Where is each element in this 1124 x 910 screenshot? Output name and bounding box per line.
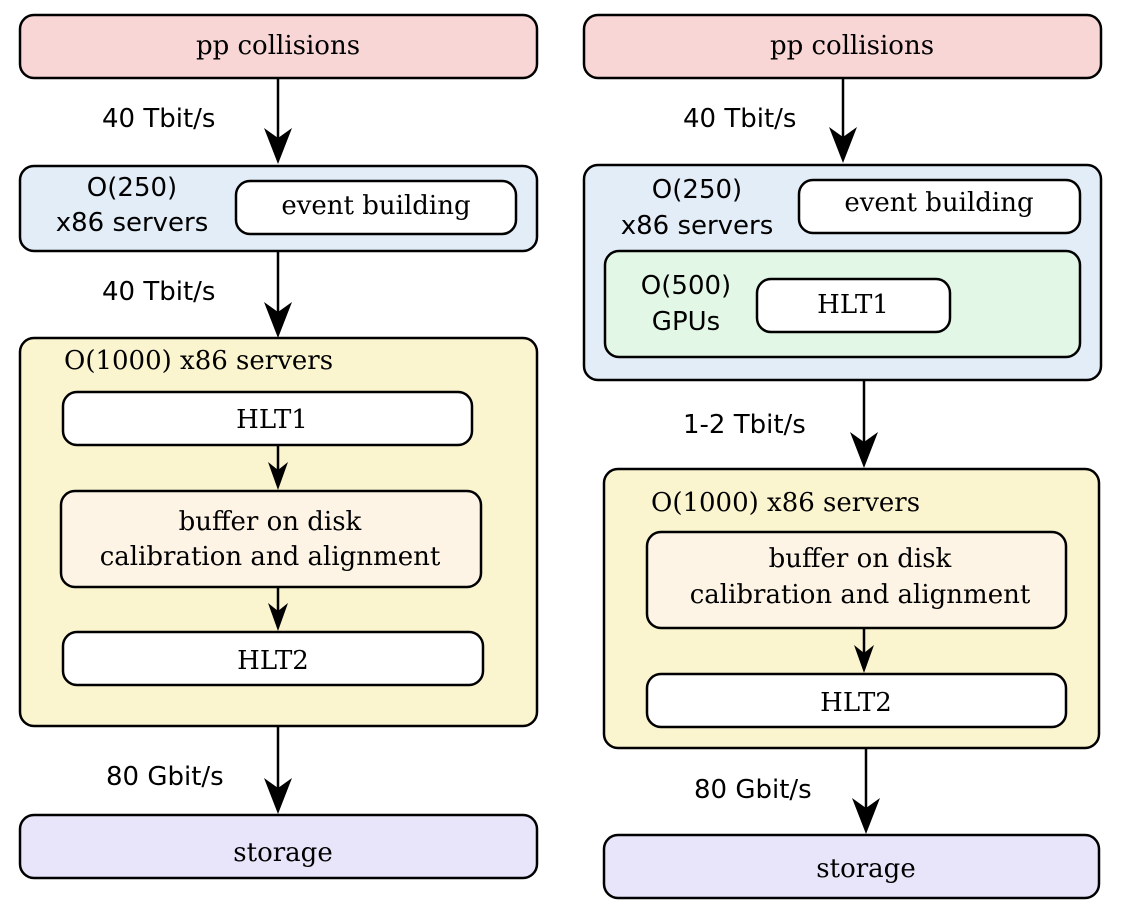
right-hlt2-label: HLT2 (820, 688, 892, 718)
right-event-building-label: event building (844, 188, 1033, 218)
right-rate-1: 40 Tbit/s (683, 104, 796, 134)
left-event-building-label: event building (281, 191, 470, 221)
right-rate-3: 80 Gbit/s (694, 775, 812, 805)
left-buffer-line2: calibration and alignment (100, 542, 441, 572)
left-event-building-box (234, 179, 518, 236)
right-buffer-line1: buffer on disk (769, 544, 952, 574)
left-storage-label: storage (233, 838, 332, 868)
right-arrow-3-head (852, 798, 880, 834)
right-hlt2-box (645, 672, 1068, 729)
left-arrow-hlt1-buffer-head (268, 462, 288, 490)
left-cpu-farm-title: O(1000) x86 servers (64, 346, 333, 376)
right-source-label: pp collisions (770, 31, 934, 61)
right-storage-label: storage (816, 854, 915, 884)
left-arrow-3-head (264, 778, 292, 814)
right-arrow-buffer-hlt2-head (854, 645, 874, 673)
left-hlt1-box (61, 390, 474, 447)
left-eb-servers: x86 servers (56, 208, 209, 238)
right-rate-2: 1-2 Tbit/s (683, 410, 806, 440)
right-gpu-label: GPUs (652, 307, 720, 337)
right-pipeline: pp collisions 40 Tbit/s O(250) x86 serve… (582, 13, 1103, 900)
right-arrow-2-head (850, 432, 878, 468)
right-cpu-farm-title: O(1000) x86 servers (651, 488, 920, 518)
left-arrow-2-head (264, 302, 292, 338)
right-gpu-count: O(500) (641, 271, 731, 301)
left-buffer-box (59, 489, 483, 589)
left-hlt1-label: HLT1 (236, 405, 308, 435)
left-eb-count: O(250) (87, 173, 177, 203)
right-arrow-1-head (829, 127, 857, 163)
right-hlt1-box (755, 277, 952, 334)
right-eb-servers: x86 servers (621, 211, 774, 241)
left-source-label: pp collisions (196, 31, 360, 61)
left-hlt2-label: HLT2 (237, 646, 309, 676)
right-buffer-box (645, 530, 1068, 630)
right-event-building-box (797, 178, 1082, 235)
left-buffer-line1: buffer on disk (179, 507, 362, 537)
left-rate-3: 80 Gbit/s (106, 762, 224, 792)
right-eb-count: O(250) (652, 175, 742, 205)
left-hlt2-box (61, 630, 485, 687)
right-hlt1-label: HLT1 (817, 290, 889, 320)
left-storage-box (18, 813, 539, 880)
left-arrow-buffer-hlt2-head (268, 603, 288, 631)
left-rate-1: 40 Tbit/s (102, 104, 215, 134)
right-buffer-line2: calibration and alignment (690, 580, 1031, 610)
left-rate-2: 40 Tbit/s (102, 277, 215, 307)
left-pipeline: pp collisions 40 Tbit/s O(250) x86 serve… (18, 13, 539, 880)
left-arrow-1-head (264, 128, 292, 164)
right-storage-box (602, 833, 1101, 900)
